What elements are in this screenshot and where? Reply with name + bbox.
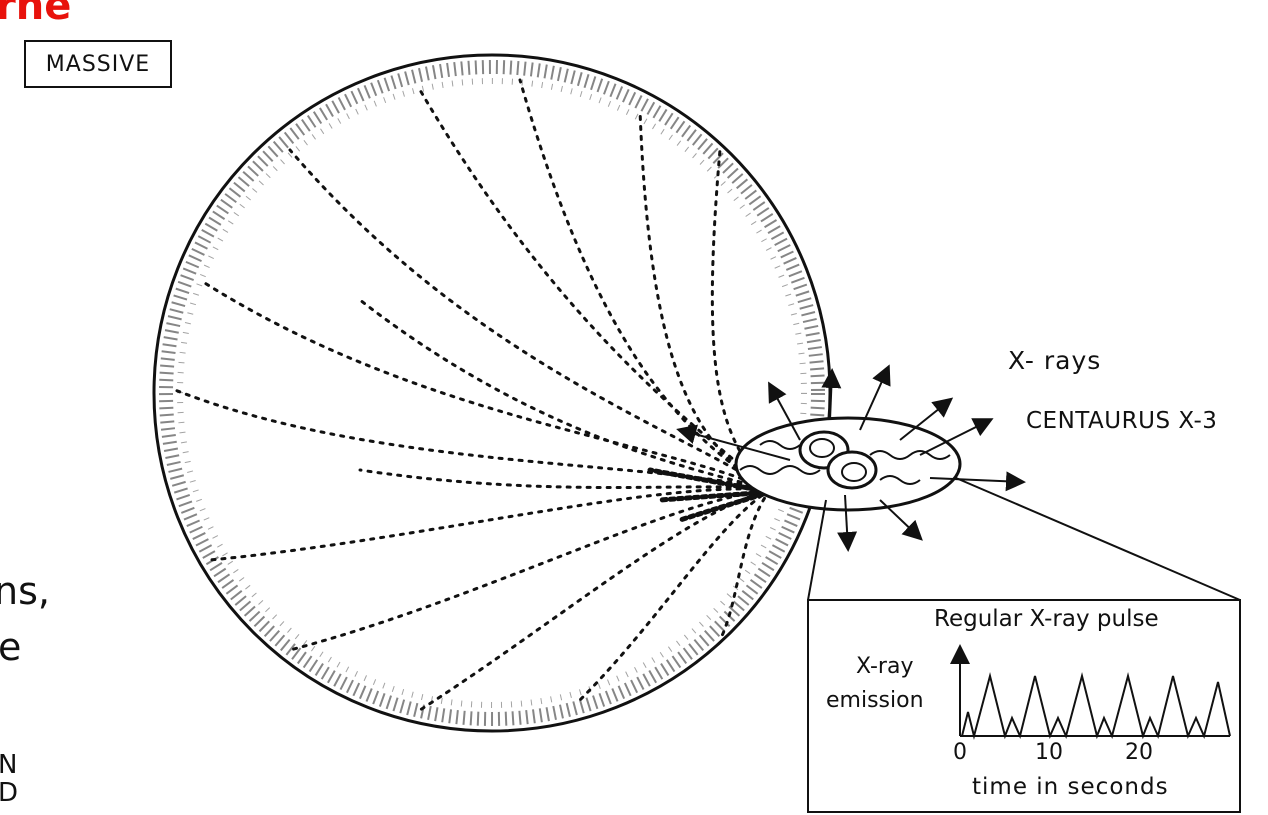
massive-star [154,55,830,731]
slide-title-fragment: rne [0,0,71,26]
inset-tick-20: 20 [1125,742,1153,764]
lobe-right-inner [842,463,866,481]
caption-fragment-2: D [0,780,18,806]
body-text-fragment-1: ns, [0,572,50,610]
inset-ylabel-1: X-ray [856,656,913,678]
callout-line-right [956,478,1240,600]
callout-line-left [808,500,826,600]
body-text-fragment-2: e [0,628,21,666]
lobe-left-inner [810,439,834,457]
source-label: CENTAURUS X-3 [1026,410,1217,433]
inset-tick-10: 10 [1035,742,1063,764]
inset-title: Regular X-ray pulse [934,608,1159,631]
xrays-label: X- rays [1008,348,1101,373]
massive-label-box: MASSIVE [24,40,172,88]
massive-label: MASSIVE [46,52,150,77]
inset-tick-0: 0 [953,742,967,764]
inset-xlabel: time in seconds [972,776,1169,799]
caption-fragment-1: N [0,752,17,778]
inset-ylabel-2: emission [826,690,924,712]
